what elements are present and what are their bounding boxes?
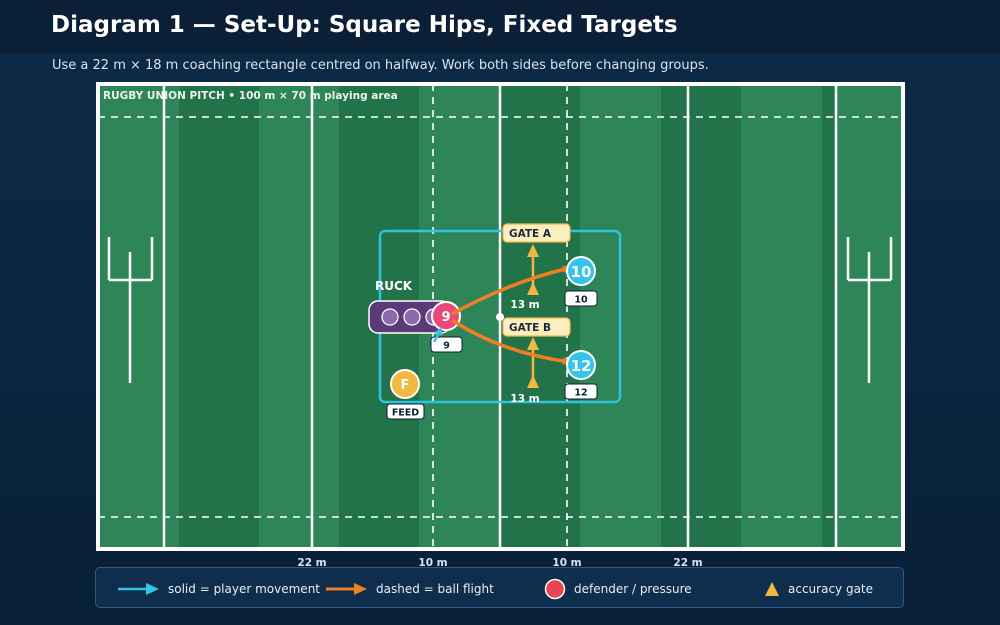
receiver-10-marker (566, 256, 596, 286)
legend-ball-flight-label: dashed = ball flight (376, 581, 494, 596)
scrum-half-tag: 9 (443, 341, 450, 352)
legend-ball-flight: dashed = ball flight (324, 568, 494, 609)
pitch: RUGBY UNION PITCH • 100 m × 70 m playing… (96, 82, 905, 551)
left-goal-posts (107, 237, 154, 383)
page-title: Diagram 1 — Set-Up: Square Hips, Fixed T… (51, 12, 678, 38)
gate-b-distance: 13 m (510, 393, 539, 405)
ruck-player-1 (381, 308, 399, 326)
receiver-12-number: 12 (571, 357, 592, 375)
gate-a-cone-bottom (527, 282, 539, 295)
movement-arrow-icon (118, 582, 159, 595)
receiver-10-number: 10 (571, 263, 592, 281)
gate-a-cone-top (527, 244, 539, 257)
halfway-centre-dot (496, 313, 504, 321)
pitch-markings: 22 m 10 m 10 m 22 m (297, 557, 702, 567)
marking-left-10: 10 m (418, 557, 447, 567)
pitch-stripes (179, 84, 836, 549)
defender-icon (544, 578, 566, 599)
receiver-10: 10 10 (564, 256, 598, 307)
feed-movement-arrow (432, 327, 443, 343)
scrum-half-tag-box (430, 336, 463, 353)
legend-gate-label: accuracy gate (788, 581, 874, 596)
legend-gate: accuracy gate (764, 568, 873, 609)
legend-defender-label: defender / pressure (574, 581, 692, 596)
accuracy-gate-icon (765, 581, 779, 596)
gate-a-distance: 13 m (510, 299, 539, 311)
feeder-tag-box (386, 403, 425, 420)
legend: solid = player movement dashed = ball fl… (95, 567, 904, 608)
ruck: RUCK (368, 279, 451, 334)
gate-b-cone-top (527, 337, 539, 350)
ruck-player-2 (403, 308, 421, 326)
gate-b-cone-bottom (527, 375, 539, 388)
pass-to-12 (451, 318, 571, 366)
right-goal-posts (846, 237, 893, 383)
legend-movement-label: solid = player movement (168, 581, 320, 596)
ball-flight-arrow-icon (326, 582, 367, 595)
gate-a-label: GATE A (509, 228, 552, 240)
scrum-half-marker (431, 301, 461, 331)
receiver-12-tag: 12 (574, 388, 587, 399)
gate-b: GATE B 13 m (502, 317, 571, 405)
pass-to-10 (451, 265, 571, 316)
receiver-12: 12 12 (564, 350, 598, 400)
receiver-10-tag-box (564, 290, 598, 307)
feeder-letter: F (401, 378, 410, 393)
feeder: F FEED (386, 369, 425, 420)
drill-diagram: RUGBY UNION PITCH • 100 m × 70 m playing… (96, 82, 905, 567)
pitch-label: RUGBY UNION PITCH • 100 m × 70 m playing… (103, 90, 398, 102)
scrum-half: 9 9 (430, 301, 463, 353)
marking-right-22: 22 m (673, 557, 702, 567)
receiver-12-marker (566, 350, 596, 380)
gate-a: GATE A 13 m (502, 223, 571, 311)
title-bar (0, 0, 1000, 53)
receiver-12-tag-box (564, 383, 598, 400)
marking-right-10: 10 m (552, 557, 581, 567)
legend-movement: solid = player movement (116, 568, 320, 609)
feeder-marker (390, 369, 420, 399)
feeder-tag: FEED (392, 408, 419, 419)
ruck-label: RUCK (375, 279, 413, 293)
marking-left-22: 22 m (297, 557, 326, 567)
receiver-10-tag: 10 (574, 295, 588, 306)
gate-a-label-box (502, 223, 571, 243)
gate-b-label: GATE B (509, 322, 551, 334)
page-subtitle: Use a 22 m × 18 m coaching rectangle cen… (52, 58, 709, 73)
scrum-half-number: 9 (441, 310, 450, 325)
legend-defender: defender / pressure (544, 568, 692, 609)
gate-b-label-box (502, 317, 571, 337)
